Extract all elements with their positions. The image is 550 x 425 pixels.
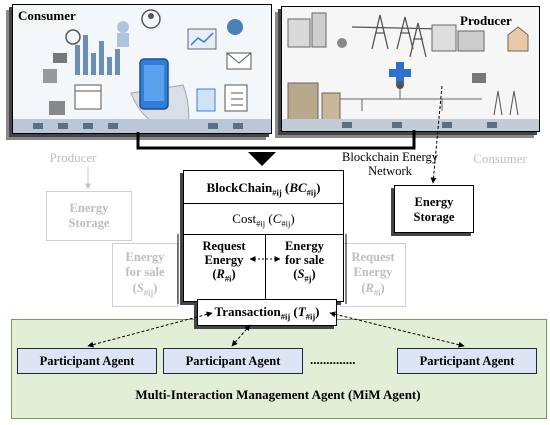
consumer-illustration xyxy=(13,5,271,133)
consumer-title: Consumer xyxy=(18,8,76,23)
participant-agent-1: Participant Agent xyxy=(17,348,157,374)
ghost-consumer-label: Consumer xyxy=(473,151,527,166)
ghost-storage-line1: Energy xyxy=(69,201,109,215)
ghost-request-symbol: (R#i) xyxy=(361,281,385,298)
divider-vertical xyxy=(265,234,266,301)
request-energy-cell: Request Energy (R#i) xyxy=(202,239,246,284)
transaction-label: Transaction#ij (T#ij) xyxy=(214,304,320,322)
mim-title: Multi-Interaction Management Agent (MiM … xyxy=(135,387,421,402)
ghost-storage-box: Energy Storage xyxy=(46,191,132,241)
blockchain-block: BlockChain#ij (BC#ij) Cost#ij (C#ij) Req… xyxy=(183,170,344,302)
cost-row: Cost#ij (C#ij) xyxy=(232,211,295,229)
divider-1 xyxy=(184,203,343,204)
producer-panel: Producer xyxy=(281,6,540,132)
producer-illustration xyxy=(282,7,539,131)
network-label-line2: Network xyxy=(368,164,412,178)
producer-connector xyxy=(262,130,416,150)
consumer-connector xyxy=(136,132,262,150)
network-label-line1: Blockchain Energy xyxy=(342,150,438,164)
ghost-producer-label: Producer xyxy=(49,150,97,165)
energy-storage-box: Energy Storage xyxy=(394,185,474,233)
blockchain-row: BlockChain#ij (BC#ij) xyxy=(206,180,321,198)
participant-agent-3: Participant Agent xyxy=(397,348,537,374)
ghost-storage-line2: Storage xyxy=(68,216,110,230)
transaction-box: Transaction#ij (T#ij) xyxy=(197,299,337,326)
ghost-request-line1: Request xyxy=(351,250,395,264)
ghost-sale-symbol: (S#ij) xyxy=(132,281,158,298)
ghost-request-line2: Energy xyxy=(353,265,393,279)
ghost-sale-line1: Energy xyxy=(125,250,165,264)
participant-agent-2: Participant Agent xyxy=(163,348,303,374)
agents-ellipsis: .............. xyxy=(310,352,356,367)
energy-storage-line1: Energy xyxy=(414,195,454,209)
network-label: Blockchain Energy Network xyxy=(330,150,450,178)
ghost-request-box: Request Energy (R#i) xyxy=(340,243,406,307)
energy-storage-line2: Storage xyxy=(413,210,455,224)
energy-for-sale-cell: Energy for sale (S#j) xyxy=(285,239,324,284)
consumer-panel: Consumer xyxy=(12,4,272,134)
down-arrow-head xyxy=(248,152,276,166)
producer-title: Producer xyxy=(460,13,512,28)
divider-2 xyxy=(184,234,343,235)
ghost-sale-box: Energy for sale (S#ij) xyxy=(112,243,178,307)
ghost-sale-line2: for sale xyxy=(125,265,165,279)
